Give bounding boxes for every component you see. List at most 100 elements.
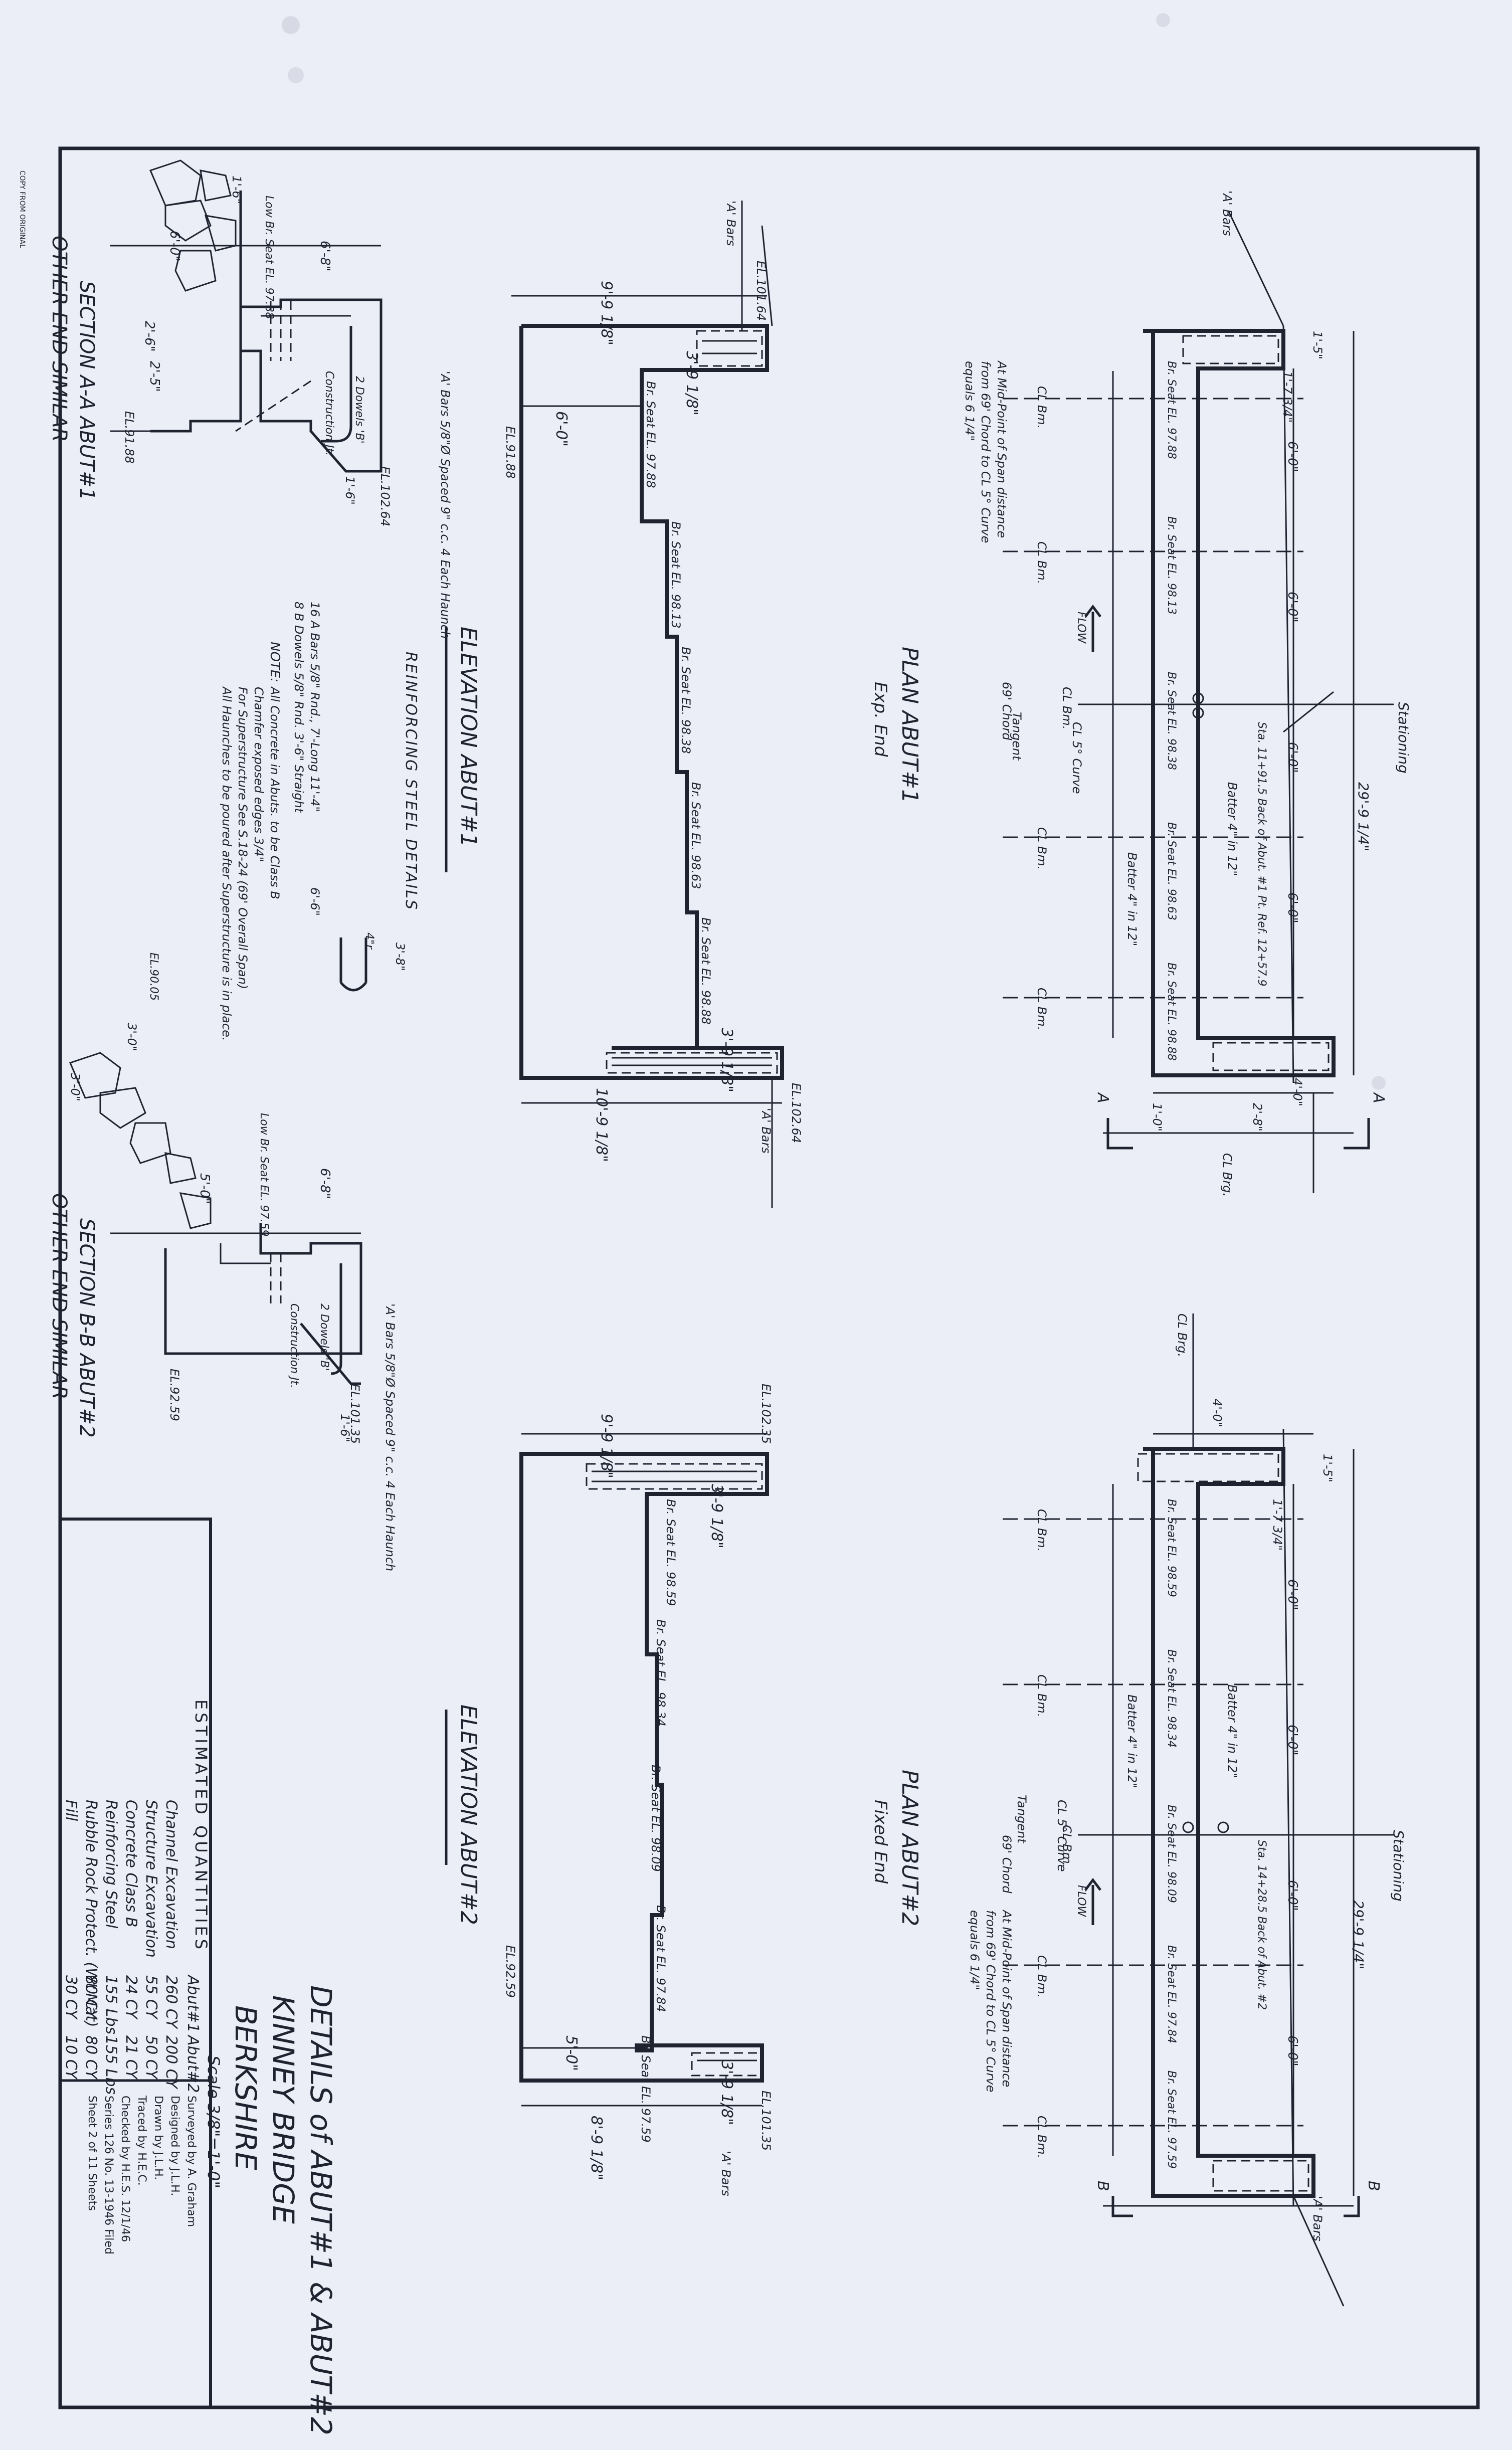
beam-label: CL Bm. (1035, 541, 1049, 584)
credit-line: Designed by J.L.H. (168, 2096, 181, 2196)
seat-elevation: Br. Seat EL. 97.59 (1165, 2070, 1178, 2169)
dim: 6'-0" (1285, 1725, 1300, 1756)
punch-hole (1156, 13, 1170, 27)
dim: 6'-0" (167, 231, 182, 262)
joint-note: Construction Jt. (323, 371, 335, 456)
qty-value: 155 Lbs (102, 2035, 120, 2095)
beam-label: CL Bm. (1035, 827, 1049, 870)
chord-label: 69' Chord (1000, 682, 1014, 740)
elevation: EL.102.35 (759, 1384, 773, 1444)
seat-elevation: Br. Seat EL. 98.59 (1165, 1499, 1178, 1597)
dim: 3'-8" (393, 943, 407, 971)
rebar-bars (1182, 335, 1279, 364)
rebar-bars (1137, 1453, 1279, 1482)
stamp-text: COPY FROM ORIGINAL (18, 170, 26, 248)
dim: 5'-0" (562, 2035, 580, 2071)
beam-label: CL Bm. (1060, 687, 1074, 729)
dim: 10'-9 1/8" (593, 1088, 610, 1162)
elevation: EL.90.05 (147, 953, 160, 1001)
section-mark: A (1370, 1092, 1387, 1103)
view-title: ELEVATION ABUT#1 (456, 627, 481, 847)
punch-hole (1372, 1076, 1386, 1090)
section-mark: A (1094, 1092, 1111, 1103)
dim: 3'-9 1/8" (718, 1028, 735, 1092)
quantities-table: ESTIMATED QUANTITIES Channel Excavation … (62, 1700, 338, 2435)
elevation: EL.91.88 (503, 426, 517, 479)
tangent-label: Tangent (1010, 712, 1024, 761)
midpoint-note: At Mid-Point of Span distance (995, 360, 1009, 538)
punch-hole (288, 67, 304, 83)
note-heading: NOTE: (267, 642, 282, 682)
dim: 1'-5" (1310, 331, 1325, 359)
seat-elevation: Br. Seat EL. 98.34 (1165, 1649, 1178, 1748)
station-note: Sta. 11+91.5 Back of Abut. #1 Pt. Ref. 1… (1255, 722, 1268, 987)
section-b-b: 3'-0" 3'-0" EL.90.05 Low Br. Seat EL. 97… (48, 953, 397, 1571)
qty-item: Concrete Class B (122, 1800, 140, 1927)
punch-hole (282, 16, 300, 34)
dim: 4'-0" (1290, 1078, 1304, 1106)
qty-item: Reinforcing Steel (102, 1800, 120, 1929)
midpoint-note: equals 6 1/4" (963, 361, 977, 441)
dim: 6'-0" (1285, 742, 1300, 773)
seat-elevation: Br. Seat EL. 98.88 (699, 917, 713, 1025)
batter-note: Batter 4" in 12" (1225, 1684, 1239, 1778)
dim: 2'-5" (147, 361, 162, 392)
credit-line: Sheet 2 of 11 Sheets (86, 2096, 98, 2211)
qty-item: Structure Excavation (142, 1800, 160, 1958)
dim: 8'-9 1/8" (588, 2116, 605, 2180)
dim: 9'-9 1/8" (598, 281, 615, 345)
elevation: EL.102.64 (378, 466, 392, 526)
rebar-line: 8 B Dowels 5/8" Rnd. 3'-6" Straight (292, 602, 306, 814)
dim: 6'-6" (308, 887, 322, 916)
seat-elevation: Br. Seat EL. 97.84 (1165, 1945, 1178, 2043)
dim: 1'-5" (1320, 1454, 1335, 1482)
dim: 3'-9 1/8" (708, 1484, 725, 1549)
dim: 6'-0" (1285, 892, 1300, 923)
dim: 6'-8" (317, 241, 332, 272)
credit-line: Traced by H.E.C. (135, 2095, 148, 2186)
seat-elevation: Br. Seat EL. 98.09 (1165, 1805, 1178, 1903)
section-a-outline (239, 191, 383, 473)
credit-line: Checked by H.E.S. 12/1/46 (119, 2096, 131, 2242)
elevation: EL.101.64 (754, 261, 768, 321)
bearing-label: CL Brg. (1220, 1153, 1234, 1197)
elevation: EL.101.35 (348, 1384, 362, 1444)
bar-label: 'A' Bars (724, 201, 738, 246)
elevation: EL.92.59 (167, 1369, 181, 1421)
curve-label: CL 5° Curve (1055, 1800, 1069, 1871)
bar-note: 'A' Bars 5/8"Ø Spaced 9" c.c. 4 Each Hau… (438, 371, 452, 639)
beam-label: CL Bm. (1035, 2116, 1049, 2158)
dowel-note: 2 Dowels 'B' (353, 376, 365, 444)
dim: 6'-0" (552, 411, 570, 447)
drawing-title: DETAILS of ABUT#1 & ABUT#2 (304, 1985, 338, 2435)
stationing-label: Stationing (1390, 1830, 1407, 1902)
seat-elevation: Br. Seat EL. 98.13 (1165, 516, 1178, 615)
view-title: ELEVATION ABUT#2 (456, 1705, 481, 1925)
view-title: PLAN ABUT#1 (897, 647, 922, 803)
credit-line: Series 126 No. 13-1946 Filed (102, 2096, 115, 2254)
elevation: EL.101.35 (759, 2091, 773, 2151)
section-a-a: 1'-6" 6'-8" 6'-0" 2'-6" 2'-5" Low Br. Se… (48, 159, 452, 639)
qty-item: Channel Excavation (162, 1800, 180, 1949)
rebar-bars (586, 1463, 763, 1490)
dim: 3'-9 1/8" (683, 351, 700, 416)
beam-label: CL Bm. (1035, 386, 1049, 429)
seat-elevation: Br. Seat EL. 98.63 (1165, 822, 1178, 920)
section-cut-a (1106, 1118, 1133, 1150)
dim: 3'-9 1/8" (718, 2060, 735, 2125)
dowel-note: 2 Dowels 'B' (318, 1303, 330, 1371)
view-subtitle: OTHER END SIMILAR (48, 236, 71, 442)
midpoint-note: At Mid-Point of Span distance (1000, 1909, 1014, 2087)
batter-note: Batter 4" in 12" (1125, 1694, 1139, 1788)
elevation: EL.102.64 (789, 1083, 803, 1143)
reinforcing-details: REINFORCING STEEL DETAILS 16 A Bars 5/8"… (220, 602, 420, 1041)
rebar-bars (696, 330, 763, 367)
midpoint-note: from 69' Chord to CL 5° Curve (984, 1910, 998, 2092)
qty-value: 50 CY (142, 2035, 160, 2081)
bar-note: 'A' Bars 5/8"Ø Spaced 9" c.c. 4 Each Hau… (383, 1303, 397, 1571)
qty-value: 55 CY (142, 1975, 160, 2020)
seat-elevation: Br. Seat EL. 97.88 (644, 381, 658, 488)
qty-value: 24 CY (122, 1975, 140, 2020)
